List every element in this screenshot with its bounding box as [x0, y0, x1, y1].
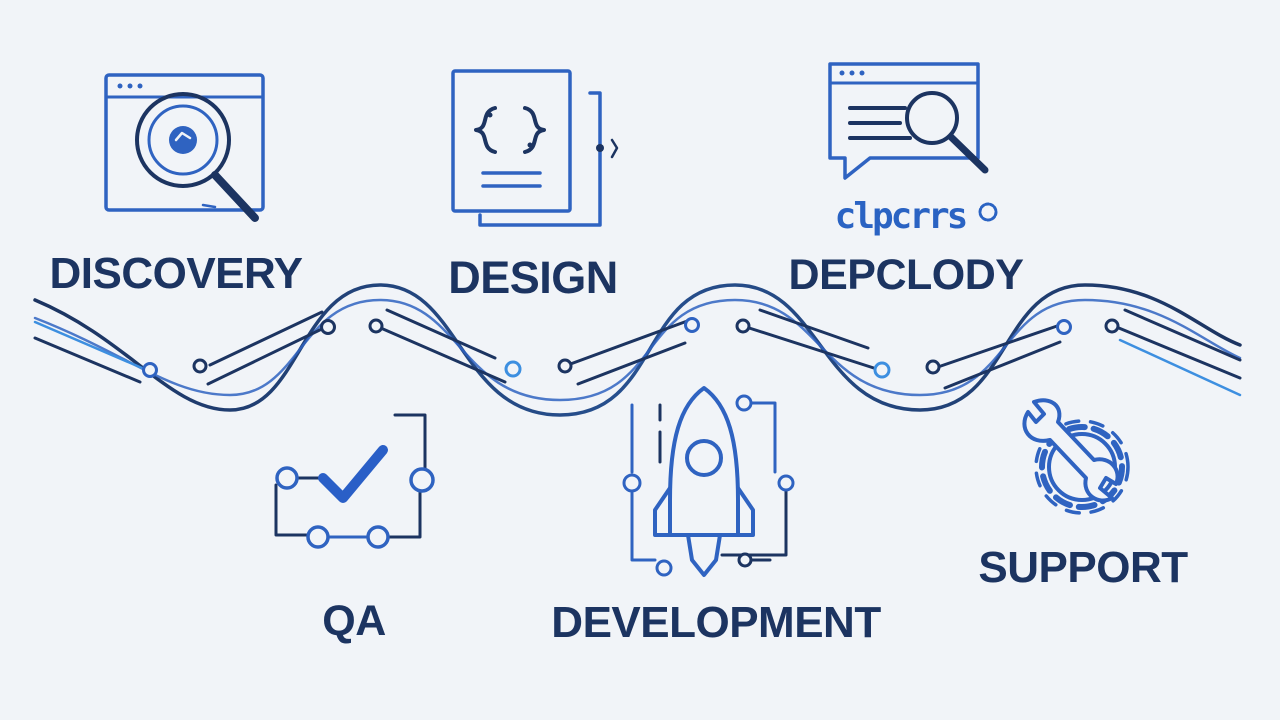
- trace-node: [504, 360, 522, 378]
- trace-node: [557, 358, 573, 374]
- trace-node: [1104, 318, 1120, 334]
- trace-node: [873, 361, 891, 379]
- magnifier-browser-icon: [104, 73, 265, 222]
- trace-node: [368, 318, 384, 334]
- circuit-nodes: [142, 317, 1120, 379]
- rocket-icon: [622, 386, 795, 577]
- trace-node: [142, 362, 158, 378]
- code-document-icon: [451, 69, 619, 227]
- trace-node: [1056, 319, 1072, 335]
- stage-label-deploy: DEPCLODY: [788, 251, 1024, 299]
- wave-inner-path: [33, 298, 1242, 402]
- trace-node: [925, 359, 941, 375]
- stage-label-design: DESIGN: [448, 252, 618, 303]
- trace-node: [735, 318, 751, 334]
- timeline-wave: [33, 283, 1242, 417]
- stage-label-development: DEVELOPMENT: [551, 598, 881, 647]
- trace-node: [192, 358, 208, 374]
- stage-label-qa: QA: [322, 597, 386, 645]
- search-chat-icon: [828, 62, 998, 222]
- trace-node: [684, 317, 700, 333]
- trace-node: [320, 319, 336, 335]
- checkmark-circuit-icon: [274, 413, 435, 549]
- stage-label-support: SUPPORT: [978, 543, 1188, 592]
- stage-label-discovery: DISCOVERY: [49, 249, 303, 298]
- gear-wrench-icon: [1022, 398, 1130, 515]
- circuit-traces: [33, 308, 1242, 397]
- stage-scribble-deploy: clpcrrs: [834, 196, 969, 237]
